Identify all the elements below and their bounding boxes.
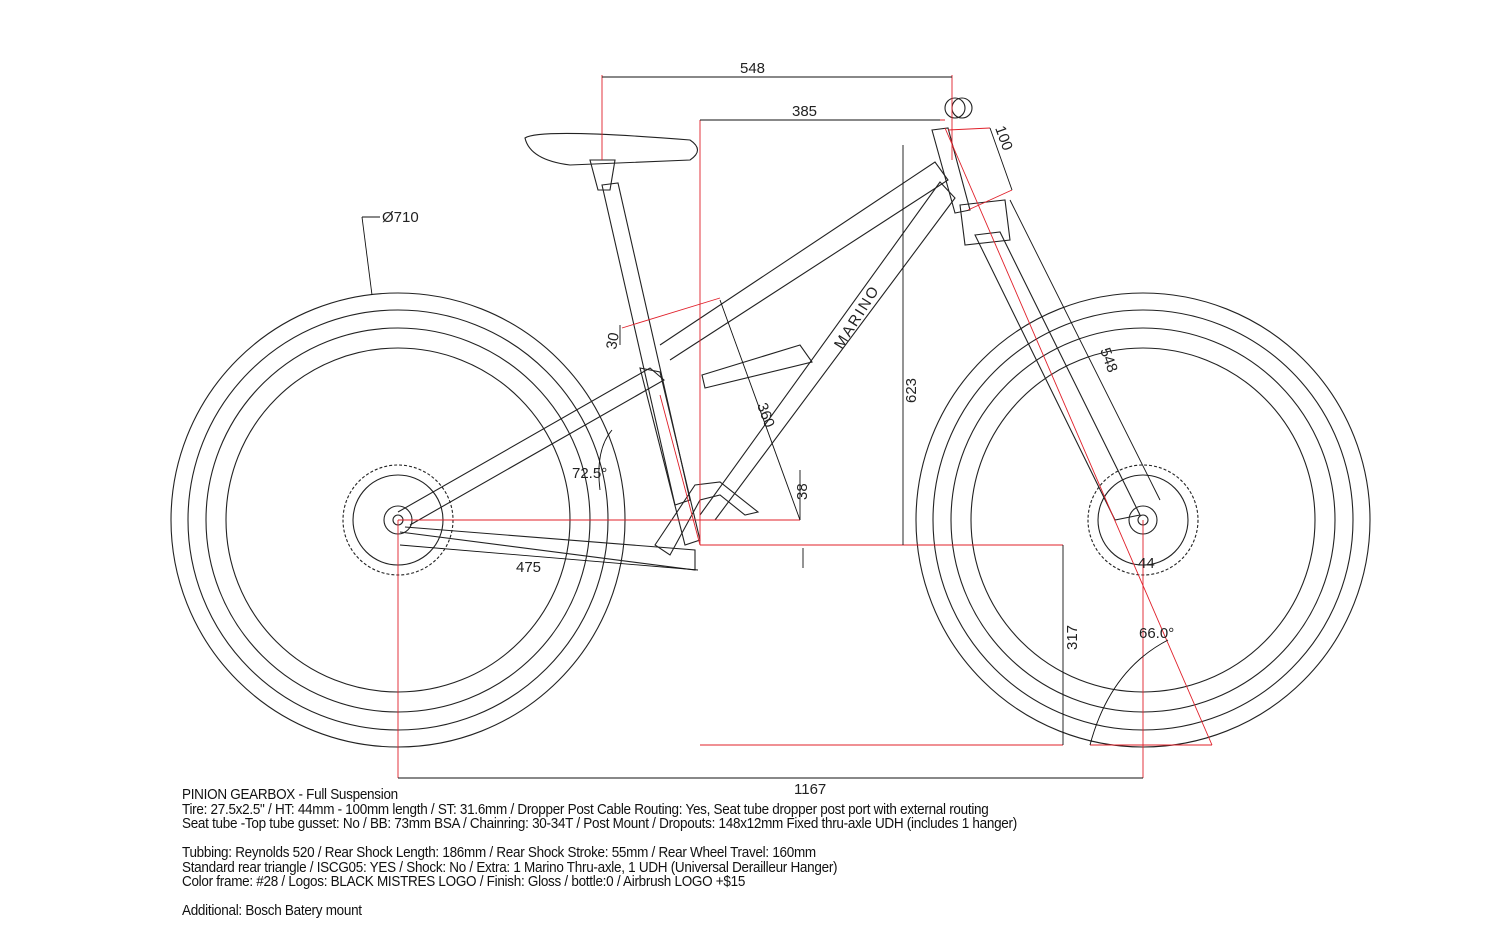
dim-head-angle: 66.0° (1139, 625, 1174, 642)
frame-logo: MARINO (831, 282, 884, 352)
frame: MARINO (397, 97, 1141, 571)
dim-head-tube-100: 100 (991, 124, 1016, 153)
dim-wheel-diameter: Ø710 (382, 209, 419, 226)
dim-seat-tube-360: 360 (753, 401, 778, 430)
spec-line: Color frame: #28 / Logos: BLACK MISTRES … (182, 874, 746, 890)
spec-notes: PINION GEARBOX - Full Suspension Tire: 2… (182, 788, 1017, 919)
dim-reach-548: 548 (740, 60, 765, 77)
spec-line: Tubbing: Reynolds 520 / Rear Shock Lengt… (182, 845, 816, 861)
spec-line: Tire: 27.5x2.5" / HT: 44mm - 100mm lengt… (182, 801, 989, 818)
spec-line: Standard rear triangle / ISCG05: YES / S… (182, 859, 838, 876)
spec-title: PINION GEARBOX - Full Suspension (182, 787, 398, 803)
dimension-lines (361, 76, 1169, 779)
dim-seat-angle: 72.5° (572, 465, 607, 482)
dim-stack-623: 623 (903, 378, 920, 403)
spec-line: Seat tube -Top tube gusset: No / BB: 73m… (182, 816, 1017, 832)
dim-bb-drop-38: 38 (794, 483, 811, 500)
construction-lines (397, 75, 1213, 778)
spec-additional: Additional: Bosch Batery mount (182, 903, 362, 919)
dim-385: 385 (792, 103, 817, 120)
dim-wheelbase-1167: 1167 (794, 781, 826, 798)
dim-gusset-30: 30 (603, 331, 623, 350)
dim-chainstay-475: 475 (516, 559, 541, 576)
dimension-labels: 548 385 100 Ø710 30 548 360 623 72.5° 38… (382, 60, 1174, 798)
dim-bb-height-317: 317 (1064, 625, 1081, 650)
dim-fork-offset-44: 44 (1138, 555, 1155, 572)
